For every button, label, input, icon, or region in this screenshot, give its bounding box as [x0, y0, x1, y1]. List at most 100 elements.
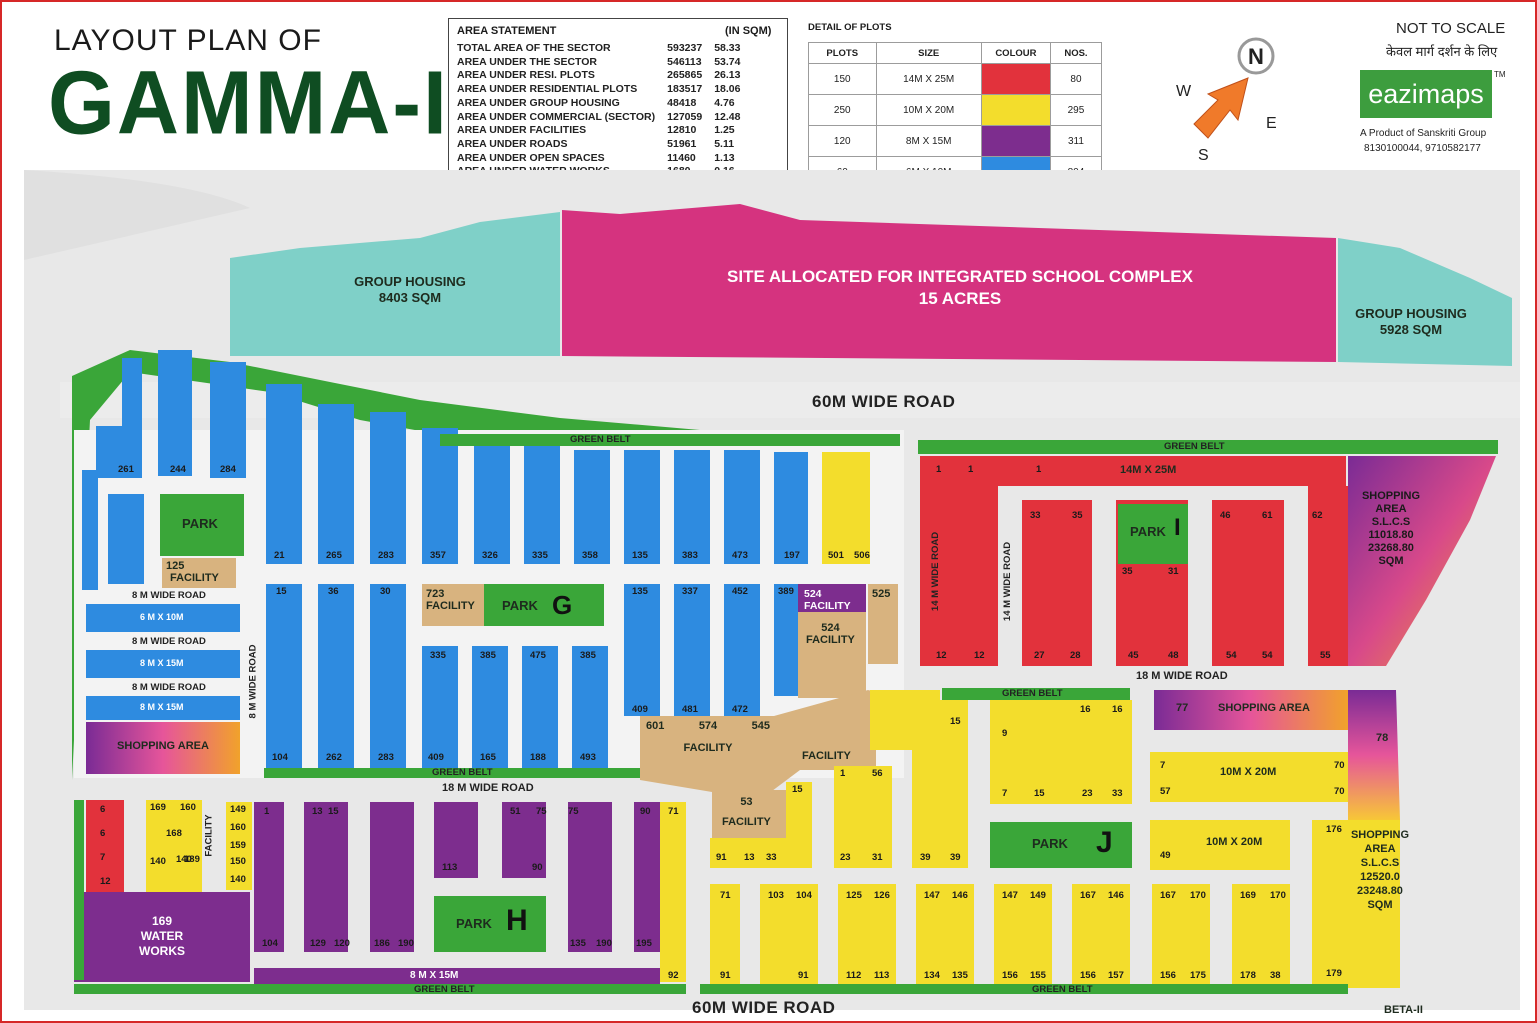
plot-number: 357 — [430, 550, 446, 561]
blue-column — [774, 584, 798, 696]
yellow-column — [660, 802, 686, 982]
facility-53-num: 53 — [740, 796, 753, 808]
facility-left-label: FACILITY — [203, 814, 215, 857]
plot-detail-nos: 311 — [1049, 125, 1103, 157]
plot-number: 337 — [682, 586, 698, 597]
facility-125-text: FACILITY — [170, 572, 219, 584]
purple-column — [254, 802, 284, 952]
group-housing-left-zone — [230, 212, 560, 356]
area-statement-label: TOTAL AREA OF THE SECTOR — [457, 42, 611, 54]
blue-column — [82, 470, 98, 590]
plot-number: 244 — [170, 464, 186, 475]
yellow-column — [1072, 884, 1130, 988]
plot-number: 335 — [430, 650, 446, 661]
blue-mid-rows — [86, 584, 798, 768]
plot-number: 104 — [272, 752, 288, 763]
facility-601-num: 601 — [646, 720, 665, 732]
plot-number: 358 — [582, 550, 598, 561]
park-g — [484, 584, 604, 626]
facility-601-text: FACILITY — [683, 742, 733, 754]
plot-number: 383 — [682, 550, 698, 561]
plot-number: 473 — [732, 550, 748, 561]
plot-number: 129 — [310, 938, 326, 949]
plot-number: 33 — [1112, 788, 1123, 799]
group-housing-right-area: 5928 SQM — [1379, 322, 1443, 337]
plot-number: 147 — [1002, 890, 1018, 901]
plot-number: 7 — [1002, 788, 1008, 799]
park-g-letter: G — [552, 590, 573, 620]
green-belt-label-top-right: GREEN BELT — [1164, 441, 1225, 452]
plot-number: 12 — [974, 650, 985, 661]
shopping-tr-l4: 11018.80 — [1368, 529, 1414, 541]
plot-detail-plots: 250 — [808, 94, 877, 126]
plot-number: 1 — [1036, 464, 1042, 475]
plot-number: 472 — [732, 704, 748, 715]
plot-number: 91 — [720, 970, 731, 981]
plot-number: 188 — [530, 752, 546, 763]
shopping-left-zone — [86, 722, 240, 774]
area-statement-sqm: 593237 — [667, 42, 703, 54]
area-statement-pct: 4.76 — [714, 96, 735, 109]
group-housing-right-zone — [1338, 238, 1512, 366]
blue-column — [574, 450, 610, 564]
size-8x15-strip: 8 M X 15M — [410, 970, 459, 981]
plot-number: 92 — [668, 970, 679, 981]
inner-14m-road: 14 M WIDE ROAD — [1002, 541, 1014, 622]
red-left-column — [86, 800, 124, 892]
plot-number: 506 — [854, 550, 870, 561]
school-area: 15 ACRES — [918, 289, 1002, 308]
group-housing-left-name: GROUP HOUSING — [354, 274, 466, 289]
area-statement-label: AREA UNDER RESI. PLOTS — [457, 69, 595, 82]
blue-column — [210, 362, 246, 478]
yellow-column — [1312, 820, 1348, 988]
shopping-br-l2: AREA — [1364, 843, 1396, 855]
plot-number: 179 — [1326, 968, 1342, 979]
mid-18m-road-right: 18 M WIDE ROAD — [1136, 670, 1228, 682]
area-statement-sqm: 51961 — [667, 137, 697, 150]
yellow-left-block — [146, 800, 202, 892]
plot-number: 140 — [230, 874, 246, 885]
blue-column — [108, 494, 144, 584]
blue-row — [86, 604, 240, 632]
park-h — [434, 896, 546, 952]
blue-column — [318, 404, 354, 564]
compass-s: S — [1198, 147, 1209, 164]
school-label: SITE ALLOCATED FOR INTEGRATED SCHOOL COM… — [640, 266, 1280, 310]
area-statement-pct: 12.48 — [714, 110, 741, 123]
plot-number: 389 — [778, 586, 794, 597]
shopping-top-right-zone — [1348, 456, 1496, 666]
yellow-column — [1348, 820, 1400, 988]
facility-601-label: 601 574 545 FACILITY — [646, 720, 770, 754]
title-line1: LAYOUT PLAN OF — [54, 24, 322, 57]
plot-colour-swatch — [980, 125, 1051, 157]
area-statement-label: AREA UNDER THE SECTOR — [457, 55, 598, 68]
plot-number: 56 — [872, 768, 883, 779]
plot-number: 1 — [936, 464, 942, 475]
shopping-br-l1: SHOPPING — [1350, 829, 1410, 841]
shopping-tr-l1: SHOPPING — [1361, 490, 1421, 502]
plot-number: 190 — [398, 938, 414, 949]
plot-number: 156 — [1002, 970, 1018, 981]
blue-column — [572, 646, 608, 768]
plot-number: 15 — [328, 806, 339, 817]
plot-number: 39 — [920, 852, 931, 863]
yellow-block — [990, 700, 1132, 804]
plot-number: 103 — [768, 890, 784, 901]
plot-number: 159 — [230, 840, 246, 851]
plot-number: 385 — [480, 650, 496, 661]
park-j — [990, 822, 1132, 868]
blue-row — [86, 650, 240, 678]
plot-number: 12 — [100, 876, 111, 887]
plot-number: 135 — [952, 970, 968, 981]
plot-number: 70 — [1334, 786, 1345, 797]
not-to-scale: NOT TO SCALE — [1396, 20, 1506, 37]
plot-number: 169 — [1240, 890, 1256, 901]
plot-number: 262 — [326, 752, 342, 763]
plot-number: 104 — [796, 890, 812, 901]
plot-number: 15 — [276, 586, 287, 597]
plot-number: 165 — [480, 752, 496, 763]
plot-number: 170 — [1190, 890, 1206, 901]
top-60m-road-label: 60M WIDE ROAD — [812, 392, 956, 411]
plot-number: 147 — [924, 890, 940, 901]
